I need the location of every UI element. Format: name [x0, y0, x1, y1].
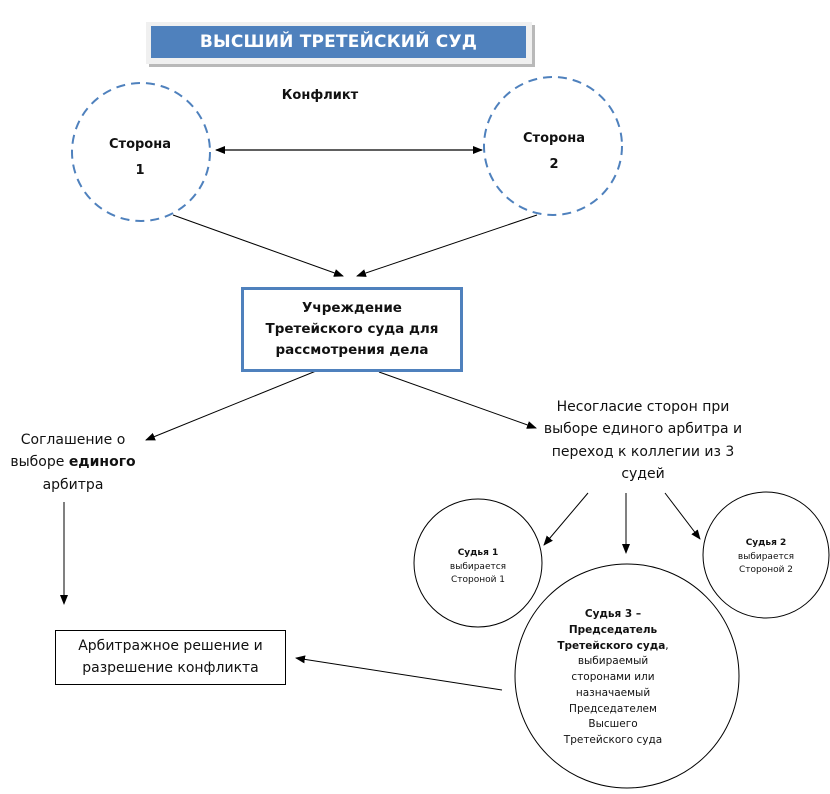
arrow-party1-to-institution: [172, 214, 344, 277]
party-2-name: Сторона: [523, 131, 585, 146]
arrow-to-judge-2: [664, 492, 701, 540]
judge-1-label: Судья 1 выбирается Стороной 1: [418, 547, 538, 588]
arrow-institution-to-agreement: [145, 370, 317, 441]
judge-1-desc: выбирается Стороной 1: [449, 561, 507, 586]
party-1-circle: [71, 82, 211, 222]
judge-1-circle: [413, 498, 543, 628]
agreement-label: Соглашение о выборе единого арбитра: [0, 429, 146, 496]
agreement-post: арбитра: [42, 476, 104, 493]
result-label: Арбитражное решение и разрешение конфлик…: [78, 637, 263, 676]
result-box: Арбитражное решение и разрешение конфлик…: [55, 630, 286, 685]
party-1-number: 1: [135, 163, 145, 178]
institution-box: Учреждение Третейского суда для рассмотр…: [241, 287, 463, 372]
judge-1-title: Судья 1: [457, 548, 499, 558]
judge-3-title: Судья 3 – Председатель Третейского суда: [557, 608, 666, 652]
judge-2-title: Судья 2: [745, 538, 787, 548]
party-2-label: Сторона 2: [494, 126, 614, 178]
conflict-label: Конфликт: [281, 88, 359, 103]
arrow-to-judge-1: [543, 492, 589, 546]
judge-2-desc: выбирается Стороной 2: [737, 551, 795, 576]
institution-line-3: рассмотрения дела: [275, 341, 429, 358]
agreement-pre: Соглашение о выборе: [10, 432, 126, 471]
arrow-institution-to-disagreement: [378, 371, 537, 429]
judge-3-circle: [514, 563, 740, 789]
institution-line-1: Учреждение: [302, 300, 402, 317]
page-title: ВЫСШИЙ ТРЕТЕЙСКИЙ СУД: [151, 26, 526, 58]
party-1-label: Сторона 1: [80, 132, 200, 184]
institution-line-2: Третейского суда для: [265, 321, 439, 338]
party-1-name: Сторона: [109, 137, 171, 152]
agreement-bold: единого: [68, 454, 136, 471]
party-2-number: 2: [549, 157, 559, 172]
arrow-party2-to-institution: [356, 214, 538, 277]
disagreement-label: Несогласие сторон при выборе единого арб…: [543, 399, 743, 483]
party-2-circle: [483, 76, 623, 216]
judge-3-label: Судья 3 – Председатель Третейского суда,…: [520, 607, 706, 749]
judge-2-circle: [702, 491, 830, 619]
judge-3-suffix: ,: [665, 639, 669, 652]
arrow-judge3-to-result: [295, 655, 503, 691]
judge-2-label: Судья 2 выбирается Стороной 2: [706, 537, 826, 578]
judge-3-desc: выбираемый сторонами или назначаемый Пре…: [563, 655, 663, 746]
